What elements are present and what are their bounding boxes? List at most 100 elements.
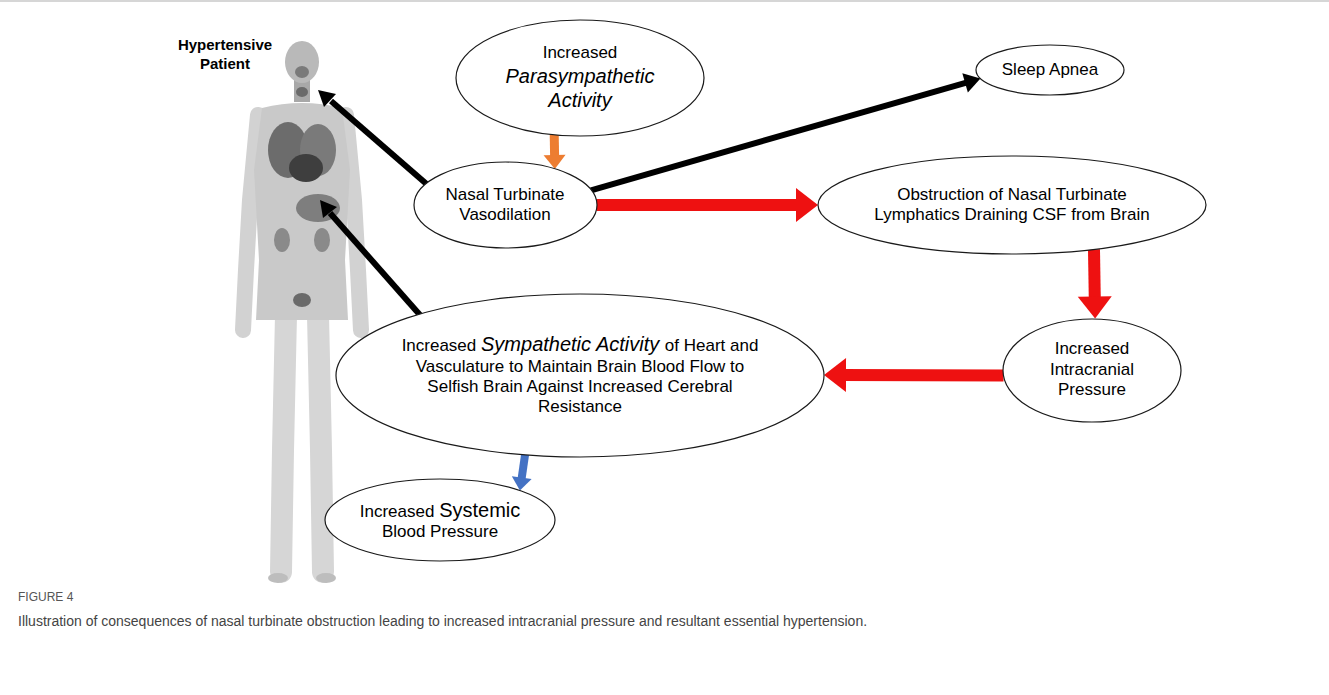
text-run: Brain [1110, 205, 1150, 224]
pointer-arrow-shaft [330, 213, 420, 315]
text-run: Systemic [439, 499, 520, 521]
arrow-shaft [597, 199, 801, 211]
text-run: Flow [689, 357, 730, 376]
process-ellipse: Nasal Turbinate Vasodilation [413, 161, 598, 249]
process-ellipse: Obstruction of Nasal Turbinate Lymphatic… [817, 155, 1207, 255]
text-run: of [989, 185, 1008, 204]
text-run: Increased [588, 377, 667, 396]
figure-label: Hypertensive Patient [165, 36, 285, 74]
ellipse-shape [456, 20, 704, 136]
text-run: and [730, 336, 758, 355]
node-label: Increased Parasympathetic Activity [488, 43, 673, 112]
node-label: Increased Intracranial Pressure [1026, 339, 1159, 400]
text-run: Cerebral [667, 377, 732, 396]
text-run: Blood [641, 357, 689, 376]
node-label: Increased Sympathetic Activity of Heart … [399, 332, 762, 418]
node-text-block: Increased Systemic Blood Pressure [354, 498, 526, 543]
text-run: Resistance [538, 397, 622, 416]
text-run: Sympathetic [481, 333, 596, 355]
pathway-block-arrow [824, 358, 1003, 392]
node-label: Obstruction of Nasal Turbinate Lymphatic… [868, 185, 1157, 226]
text-run: Vasodilation [459, 205, 550, 224]
body-foot [268, 573, 288, 583]
text-run: Against [527, 377, 588, 396]
node-label: Increased Systemic Blood Pressure [354, 498, 526, 543]
ellipse-shape [325, 479, 555, 561]
text-run: to [730, 357, 744, 376]
pointer-arrow-head [320, 200, 337, 218]
node-text-block: Obstruction of Nasal Turbinate Lymphatic… [868, 185, 1157, 226]
text-run: Nasal [445, 185, 493, 204]
parasympathetic-arrow [544, 135, 566, 169]
text-run: Turbinate [1056, 185, 1127, 204]
body-heart [289, 154, 323, 182]
process-ellipse: Increased Sympathetic Activity of Heart … [335, 293, 825, 458]
node-text-block: Increased Parasympathetic Activity [488, 43, 673, 112]
figure-number: FIGURE 4 [18, 590, 318, 604]
outcome-arrow [512, 454, 532, 490]
text-run: Apnea [1049, 60, 1098, 79]
body-arm [243, 115, 258, 330]
arrow-shaft [521, 454, 525, 480]
pathway-block-arrow [1078, 249, 1112, 318]
text-run: Obstruction [897, 185, 989, 204]
process-ellipse: Increased Parasympathetic Activity [455, 19, 705, 137]
node-text-block: Increased Sympathetic Activity of Heart … [399, 332, 762, 418]
body-kidney [274, 228, 290, 252]
body-leg [318, 315, 323, 572]
text-run: Intracranial [1050, 360, 1134, 379]
pathway-block-arrow [597, 188, 819, 222]
ellipse-shape [1003, 319, 1181, 422]
arrow-head [824, 358, 846, 392]
process-ellipse: Increased Intracranial Pressure [1002, 318, 1182, 423]
text-run: Brain [597, 357, 641, 376]
node-text-block: Sleep Apnea [995, 60, 1106, 80]
figure-caption: Illustration of consequences of nasal tu… [18, 612, 1308, 630]
text-run: Sleep [1002, 60, 1049, 79]
arrow-shaft [1088, 249, 1101, 301]
text-run: Parasympathetic [506, 65, 655, 87]
pointer-arrow-shaft [331, 101, 430, 187]
text-run: Increased [543, 43, 618, 62]
text-run: Draining [964, 205, 1032, 224]
text-run: Selfish [427, 377, 483, 396]
text-run: of [665, 336, 684, 355]
text-run: Maintain [528, 357, 597, 376]
node-text-block: Increased Intracranial Pressure [1026, 339, 1159, 400]
body-head [285, 41, 319, 83]
top-rule [0, 0, 1329, 2]
arrow-shaft [842, 369, 1004, 381]
body-arm [346, 115, 361, 330]
body-nasal-uptake [295, 66, 309, 78]
text-run: CSF [1032, 205, 1071, 224]
process-ellipse: Sleep Apnea [975, 44, 1125, 96]
arrow-head [796, 188, 818, 222]
pointer-arrow-head [318, 90, 336, 107]
node-label: Nasal Turbinate Vasodilation [437, 185, 574, 226]
body-thyroid [296, 87, 308, 97]
text-run: from [1071, 205, 1110, 224]
node-text-block: Nasal Turbinate Vasodilation [437, 185, 574, 226]
arrow-head [1078, 296, 1112, 318]
text-run: Pressure [430, 522, 498, 541]
process-ellipse: Increased Systemic Blood Pressure [324, 478, 556, 562]
pointer-arrow [320, 200, 420, 315]
text-run: Activity [548, 89, 611, 111]
pointer-arrow [318, 90, 430, 187]
body-leg [281, 315, 286, 572]
body-foot [316, 573, 336, 583]
text-run: Turbinate [493, 185, 564, 204]
text-run: Increased [1055, 339, 1130, 358]
ellipse-shape [818, 156, 1206, 254]
text-run: to [509, 357, 528, 376]
text-run: Nasal [1008, 185, 1056, 204]
ellipse-shape [976, 45, 1124, 95]
ellipse-shape [336, 294, 824, 457]
text-run: Increased [360, 502, 439, 521]
text-run: Brain [483, 377, 526, 396]
text-run: Pressure [1058, 380, 1126, 399]
text-run: Lymphatics [874, 205, 964, 224]
text-run: Vasculature [416, 357, 509, 376]
